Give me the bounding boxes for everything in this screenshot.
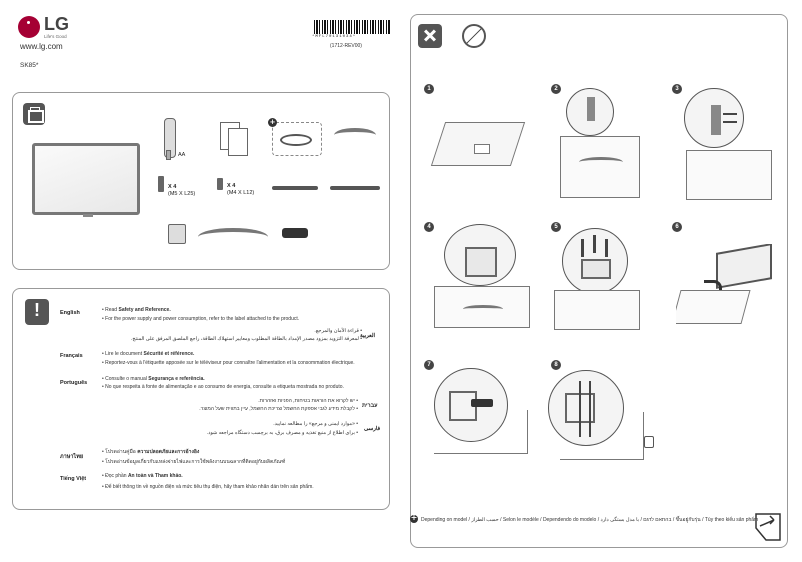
battery-label: AA	[178, 152, 186, 158]
lang-label-french: Français	[60, 353, 83, 359]
accessories-box	[12, 92, 390, 270]
screw-m4-qty: X 4	[227, 183, 236, 189]
power-outlet-icon	[644, 436, 654, 448]
lang-label-arabic: العربية	[360, 333, 376, 339]
screw-m4-spec: (M4 X L12)	[227, 190, 255, 196]
step-number-7: 7	[424, 360, 434, 370]
manual-illustration-2	[228, 128, 248, 156]
lang-label-thai: ภาษาไทย	[60, 454, 84, 460]
portuguese-line-2: • No que respeita à fonte de alimentação…	[102, 384, 344, 390]
assembly-panel	[410, 14, 788, 548]
vietnamese-line-1: • Đọc phần An toàn và Tham khảo.	[102, 473, 183, 479]
optional-cable-box	[272, 122, 322, 156]
model-number: SK85*	[20, 62, 39, 69]
step-2-detail-circle	[566, 88, 614, 136]
hebrew-line-1: • יש לקרוא את הוראות בטיחות, הפניות ואזה…	[258, 398, 358, 404]
brand-name: LG	[44, 14, 69, 34]
english-line-1: • Read Safety and Reference.	[102, 307, 171, 313]
tv-illustration	[32, 143, 140, 217]
lang-label-english: English	[60, 310, 80, 316]
stand-base-illustration	[198, 228, 268, 246]
barcode-number: *MFL70131034*	[312, 35, 357, 39]
thai-line-2: • โปรดอ่านข้อมูลเกี่ยวกับแหล่งจ่ายไฟและก…	[102, 459, 286, 465]
website-url[interactable]: www.lg.com	[20, 42, 63, 51]
step-5-detail-circle	[562, 228, 628, 294]
step-3-illustration	[686, 150, 772, 200]
step-8-detail-circle	[548, 370, 624, 446]
persian-line-2: • برای اطلاع از منبع تغذیه و مصرف برق، ب…	[206, 430, 358, 436]
stand-arm-illustration	[334, 128, 376, 142]
power-cable-illustration	[280, 134, 312, 146]
lang-label-hebrew: עברית	[362, 403, 378, 409]
component-cable-illustration	[330, 186, 380, 190]
step-number-2: 2	[551, 84, 561, 94]
lg-logo: LG Life's Good	[18, 14, 100, 44]
safety-info-box	[12, 288, 390, 510]
exclamation-icon	[25, 299, 49, 325]
french-line-1: • Lire le document Sécurité et référence…	[102, 351, 195, 357]
vietnamese-line-2: • Để biết thông tin về nguồn điện và mức…	[102, 484, 314, 490]
fold-corner-icon	[754, 510, 784, 544]
step-4-illustration	[434, 286, 530, 328]
lg-face-icon	[18, 16, 40, 38]
screw-m5-icon	[158, 176, 164, 192]
screw-m4-icon	[217, 178, 223, 190]
step-7-illustration	[434, 410, 528, 454]
av-cable-illustration	[272, 186, 318, 190]
arabic-line-1: • قراءة الأمان والمرجع.	[314, 328, 362, 334]
step-1-illustration	[430, 104, 526, 174]
stand-cover-illustration	[282, 228, 308, 238]
screw-m5-qty: X 4	[168, 184, 177, 190]
arabic-line-2: • لمعرفة التزويد بمزود مصدر الإمداد بالط…	[130, 336, 362, 342]
lang-label-portuguese: Português	[60, 380, 88, 386]
step-number-6: 6	[672, 222, 682, 232]
plus-circle-icon	[410, 513, 418, 523]
revision-code: (1712-REV00)	[330, 43, 362, 49]
step-number-1: 1	[424, 84, 434, 94]
persian-line-1: • «موارد ایمنی و مرجع» را مطالعه نمایید.	[273, 421, 358, 427]
battery-illustration	[166, 150, 171, 160]
step-7-detail-circle	[434, 368, 508, 442]
step-number-4: 4	[424, 222, 434, 232]
portuguese-line-1: • Consulte o manual Segurança e referênc…	[102, 376, 205, 382]
step-3-detail-circle	[684, 88, 744, 148]
step-5-illustration	[554, 290, 640, 330]
english-line-2: • For the power supply and power consump…	[102, 316, 300, 322]
step-8-illustration	[560, 412, 644, 460]
step-number-3: 3	[672, 84, 682, 94]
brand-tagline: Life's Good	[44, 34, 67, 39]
no-screwdriver-icon	[462, 24, 486, 48]
step-6-illustration	[676, 244, 776, 326]
plus-circle-icon: +	[268, 118, 277, 127]
box-icon	[23, 103, 45, 125]
step-number-8: 8	[551, 360, 561, 370]
tools-icon	[418, 24, 442, 48]
step-number-5: 5	[551, 222, 561, 232]
stand-neck-illustration	[168, 224, 186, 244]
hebrew-line-2: • לקבלת מידע לגבי אספקת החשמל וצריכת החש…	[199, 406, 358, 412]
french-line-2: • Reportez-vous à l'étiquette apposée su…	[102, 360, 355, 366]
lang-label-vietnamese: Tiếng Việt	[60, 476, 87, 482]
step-2-illustration	[560, 136, 640, 198]
step-4-detail-circle	[444, 224, 516, 286]
screw-m5-spec: (M5 X L25)	[168, 191, 196, 197]
thai-line-1: • โปรดอ่านคู่มือ ความปลอดภัยและการอ้างอิ…	[102, 449, 200, 455]
lang-label-persian: فارسی	[364, 426, 381, 432]
barcode	[314, 20, 390, 34]
model-dependent-note: Depending on model / حسب الطراز / Selon …	[421, 517, 759, 523]
